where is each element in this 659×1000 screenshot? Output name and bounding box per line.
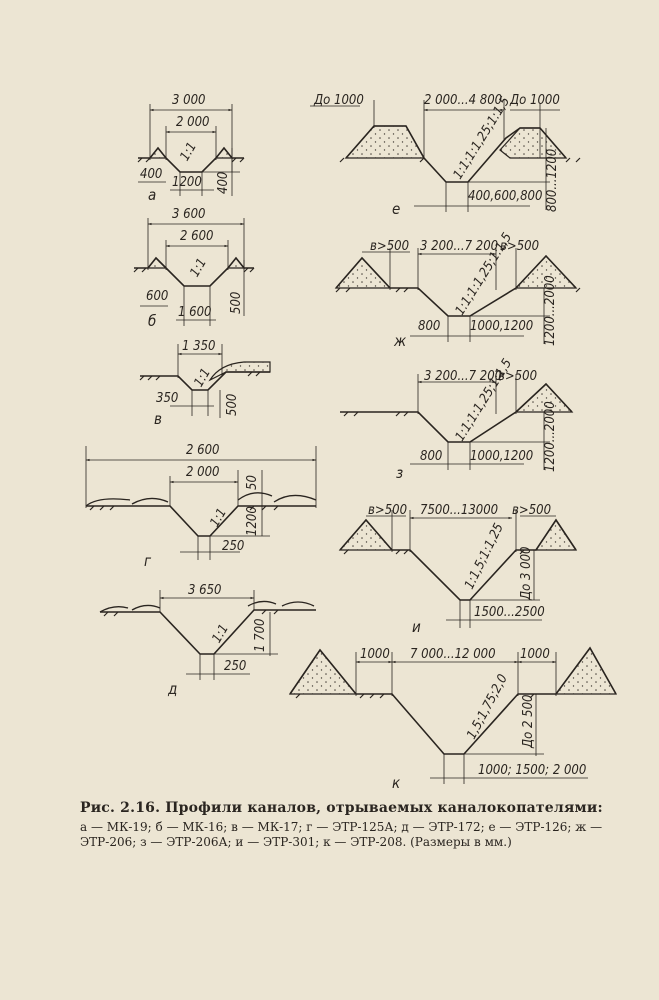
labels-d: 3 650 1:1 1 700 250 д bbox=[167, 583, 268, 698]
v-slope: 1:1 bbox=[191, 366, 213, 390]
g-depth: 1200 bbox=[245, 506, 260, 536]
zh-top-width: 3 200...7 200 bbox=[420, 239, 498, 254]
zh-depth: 1200...2000 bbox=[543, 275, 558, 346]
z-depth: 1200...2000 bbox=[543, 401, 558, 472]
v-depth: 500 bbox=[225, 394, 240, 416]
g-slope: 1:1 bbox=[207, 506, 229, 530]
e-berm-left: До 1000 bbox=[313, 93, 364, 108]
a-top-width: 3 000 bbox=[172, 93, 205, 108]
labels-i: в>500 7500...13000 в>500 1:1,5;1:1,25 До… bbox=[368, 503, 551, 636]
k-berm-left: 1000 bbox=[360, 647, 390, 662]
b-slope: 1:1 bbox=[187, 256, 209, 280]
z-top-width: 3 200...7 200 bbox=[424, 369, 502, 384]
caption-body: а — МК-19; б — МК-16; в — МК-17; г — ЭТР… bbox=[80, 820, 603, 849]
k-top-width: 7 000...12 000 bbox=[410, 647, 496, 662]
e-top-width: 2 000...4 800 bbox=[424, 93, 502, 108]
z-bottom-left: 800 bbox=[420, 449, 442, 464]
zh-berm-right: в>500 bbox=[500, 239, 539, 254]
labels-b: 3 600 2 600 1:1 600 1 600 500 б bbox=[146, 207, 244, 330]
labels-k: 1000 7 000...12 000 1000 1,5;1,75;2,0 До… bbox=[360, 647, 586, 792]
profile-k bbox=[288, 646, 618, 784]
profile-z bbox=[340, 374, 574, 470]
i-top-width: 7500...13000 bbox=[420, 503, 498, 518]
a-ditch-width: 2 000 bbox=[176, 115, 209, 130]
i-berm-left: в>500 bbox=[368, 503, 407, 518]
b-ditch-width: 2 600 bbox=[180, 229, 213, 244]
d-top-width: 3 650 bbox=[188, 583, 221, 598]
v-label: в bbox=[154, 410, 162, 428]
labels-v: 1 350 1:1 350 500 в bbox=[154, 339, 240, 428]
d-depth: 1 700 bbox=[253, 619, 268, 652]
g-bottom: 250 bbox=[222, 539, 244, 554]
b-bottom: 1 600 bbox=[178, 305, 211, 320]
k-depth: До 2 500 bbox=[521, 695, 536, 749]
v-top-width: 1 350 bbox=[182, 339, 215, 354]
g-total-width: 2 600 bbox=[186, 443, 219, 458]
d-label: д bbox=[167, 680, 177, 698]
z-label: з bbox=[396, 464, 403, 482]
profile-b bbox=[133, 218, 255, 326]
g-embankment: 50 bbox=[245, 475, 260, 490]
i-label: и bbox=[412, 618, 421, 636]
b-depth: 500 bbox=[229, 292, 244, 314]
zh-bottom-left: 800 bbox=[418, 319, 440, 334]
a-bottom: 1200 bbox=[172, 175, 202, 190]
zh-berm-left: в>500 bbox=[370, 239, 409, 254]
k-slopes: 1,5;1,75;2,0 bbox=[464, 672, 511, 742]
g-label: г bbox=[144, 552, 152, 570]
profile-e bbox=[310, 100, 581, 212]
zh-label: ж bbox=[393, 332, 407, 350]
b-spoil: 600 bbox=[146, 289, 168, 304]
g-ditch-width: 2 000 bbox=[186, 465, 219, 480]
b-top-width: 3 600 bbox=[172, 207, 205, 222]
d-slope: 1:1 bbox=[209, 622, 231, 646]
labels-z: 3 200...7 200 в>500 1:1;1:1,25;1:1,5 800… bbox=[396, 356, 558, 482]
labels-a: 3 000 2 000 1:1 400 1200 400 а bbox=[140, 93, 231, 204]
i-slopes: 1:1,5;1:1,25 bbox=[462, 521, 507, 592]
d-bottom: 250 bbox=[224, 659, 246, 674]
profile-d bbox=[99, 590, 316, 680]
a-label: а bbox=[148, 186, 156, 204]
i-berm-right: в>500 bbox=[512, 503, 551, 518]
figure-caption: Рис. 2.16. Профили каналов, отрываемых к… bbox=[80, 800, 640, 850]
z-bottom: 1000,1200 bbox=[470, 449, 533, 464]
i-bottom: 1500...2500 bbox=[474, 605, 545, 620]
k-bottom: 1000; 1500; 2 000 bbox=[478, 763, 586, 778]
e-bottom: 400,600,800 bbox=[468, 189, 542, 204]
k-label: к bbox=[392, 774, 401, 792]
profile-g bbox=[85, 446, 317, 560]
i-depth: До 3 000 bbox=[519, 547, 534, 601]
zh-bottom: 1000,1200 bbox=[470, 319, 533, 334]
a-slope: 1:1 bbox=[177, 140, 199, 164]
a-depth: 400 bbox=[216, 172, 231, 194]
profile-v bbox=[139, 344, 271, 418]
v-spoil: 350 bbox=[156, 391, 178, 406]
profile-a bbox=[137, 104, 245, 196]
e-depth: 800...1200 bbox=[545, 149, 560, 212]
e-label: е bbox=[392, 200, 400, 218]
e-berm-right: До 1000 bbox=[509, 93, 560, 108]
k-berm-right: 1000 bbox=[520, 647, 550, 662]
b-label: б bbox=[148, 312, 156, 330]
profile-zh bbox=[334, 248, 581, 344]
profile-i bbox=[338, 510, 578, 628]
caption-title: Рис. 2.16. Профили каналов, отрываемых к… bbox=[80, 800, 603, 816]
z-berm-right: в>500 bbox=[498, 369, 537, 384]
a-spoil: 400 bbox=[140, 167, 162, 182]
